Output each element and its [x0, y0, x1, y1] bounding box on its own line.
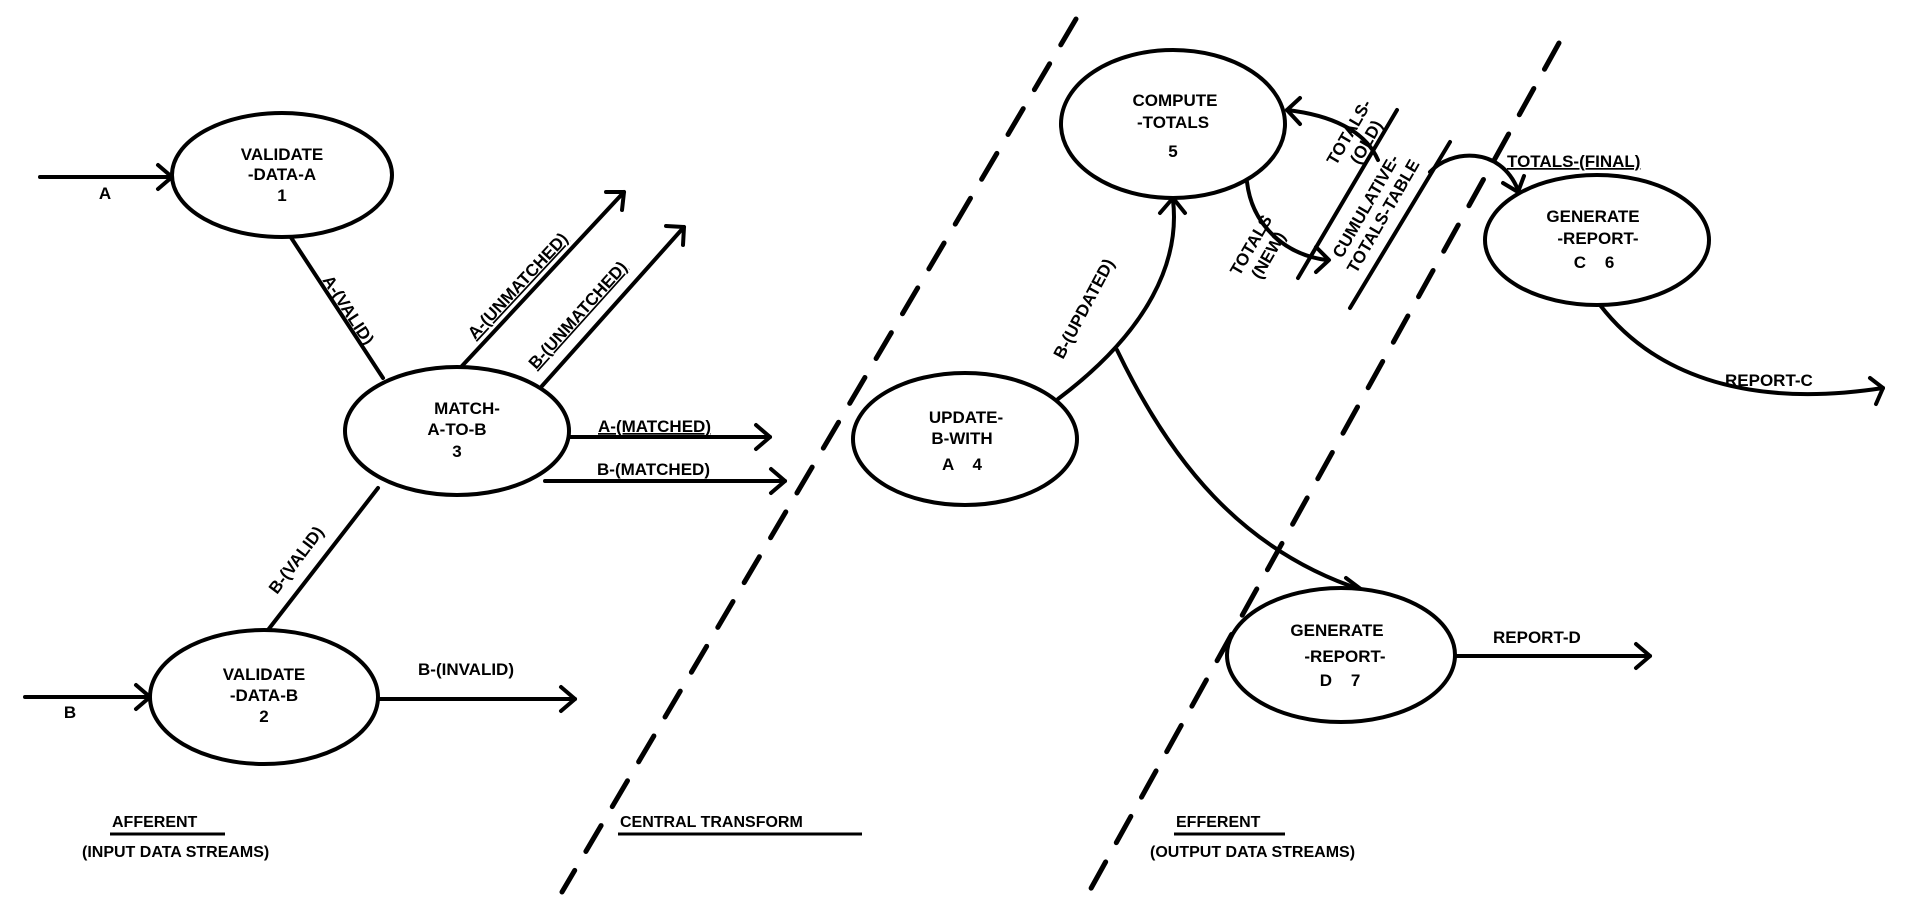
- zone-afferent: AFFERENT (INPUT DATA STREAMS): [82, 814, 269, 861]
- arrowhead-icon: [754, 423, 772, 451]
- process-number: 2: [259, 707, 268, 726]
- flow-label-b-invalid: B-(INVALID): [418, 660, 514, 679]
- process-label: -DATA-B: [230, 686, 298, 705]
- process-number: C 6: [1574, 253, 1615, 272]
- arrowhead-icon: [1634, 642, 1652, 670]
- process-label: -REPORT-: [1557, 229, 1638, 248]
- flow-label-totals-final: TOTALS-(FINAL): [1507, 152, 1640, 171]
- flow-label-report-d: REPORT-D: [1493, 628, 1581, 647]
- process-label: A-TO-B: [427, 420, 486, 439]
- process-1-validate-data-a: VALIDATE -DATA-A 1: [170, 111, 394, 239]
- process-label: -TOTALS: [1137, 113, 1209, 132]
- flow-label-b-in: B: [64, 703, 76, 722]
- arrowhead-icon: [1285, 96, 1302, 126]
- flow-label-totals-new: TOTALS (NEW): [1226, 212, 1289, 282]
- zone-afferent-subtitle: (INPUT DATA STREAMS): [82, 844, 269, 861]
- process-number: D 7: [1320, 671, 1361, 690]
- process-label: MATCH-: [434, 399, 500, 418]
- process-4-update-b-with-a: UPDATE- B-WITH A 4: [851, 371, 1079, 507]
- flow-label-report-c: REPORT-C: [1725, 371, 1813, 390]
- process-6-generate-report-c: GENERATE -REPORT- C 6: [1483, 173, 1711, 307]
- process-3-match-a-to-b: MATCH- A-TO-B 3: [343, 365, 571, 497]
- arrowhead-icon: [664, 224, 686, 247]
- process-number: 5: [1168, 142, 1177, 161]
- process-label: COMPUTE: [1133, 91, 1218, 110]
- boundary-central-efferent: [1086, 40, 1562, 895]
- process-label: VALIDATE: [241, 145, 323, 164]
- flow-label-b-valid: B-(VALID): [265, 523, 328, 598]
- arrowhead-icon: [769, 467, 787, 495]
- process-label: UPDATE-: [929, 408, 1003, 427]
- arrowhead-icon: [1314, 245, 1331, 274]
- flow-b-matched: [543, 467, 787, 495]
- boundary-afferent-central: [559, 16, 1079, 895]
- zone-efferent-title: EFFERENT: [1176, 814, 1261, 831]
- flow-b-valid: [266, 486, 380, 632]
- process-5-compute-totals: COMPUTE -TOTALS 5: [1059, 48, 1287, 200]
- zone-afferent-title: AFFERENT: [112, 814, 198, 831]
- process-label: GENERATE: [1290, 621, 1383, 640]
- process-label: GENERATE: [1546, 207, 1639, 226]
- process-label: VALIDATE: [223, 665, 305, 684]
- flow-label-a-in: A: [99, 184, 111, 203]
- flow-report-d: [1453, 642, 1652, 670]
- flow-b-updated-to-report-d: [1115, 348, 1364, 608]
- arrowhead-icon: [559, 685, 577, 713]
- flow-label-b-matched: B-(MATCHED): [597, 460, 710, 479]
- arrowhead-icon: [1868, 376, 1885, 406]
- zone-efferent: EFFERENT (OUTPUT DATA STREAMS): [1150, 814, 1355, 861]
- process-label: -REPORT-: [1304, 647, 1385, 666]
- zone-central-title: CENTRAL TRANSFORM: [620, 814, 803, 831]
- process-label: -DATA-A: [248, 165, 316, 184]
- arrowhead-icon: [604, 190, 626, 212]
- flow-b-unmatched: [540, 224, 686, 388]
- flow-b-invalid: [376, 685, 577, 713]
- process-number: 1: [277, 186, 286, 205]
- process-number: A 4: [942, 455, 983, 474]
- flow-label-b-updated: B-(UPDATED): [1050, 256, 1118, 362]
- zone-efferent-subtitle: (OUTPUT DATA STREAMS): [1150, 844, 1355, 861]
- flow-a-unmatched: [460, 190, 626, 368]
- zone-central: CENTRAL TRANSFORM: [618, 814, 862, 836]
- flow-label-a-matched: A-(MATCHED): [598, 417, 711, 436]
- process-number: 3: [452, 442, 461, 461]
- process-2-validate-data-b: VALIDATE -DATA-B 2: [148, 628, 380, 766]
- flow-a-matched: [568, 423, 772, 451]
- flow-b-in: [23, 683, 152, 711]
- process-label: B-WITH: [931, 429, 992, 448]
- flow-b-updated: [1056, 196, 1187, 401]
- flow-a-valid: [288, 234, 385, 380]
- flow-totals-new: [1245, 180, 1331, 274]
- process-7-generate-report-d: GENERATE -REPORT- D 7: [1225, 586, 1457, 724]
- flow-label-a-valid: A-(VALID): [319, 272, 378, 349]
- flow-report-c: [1598, 303, 1885, 406]
